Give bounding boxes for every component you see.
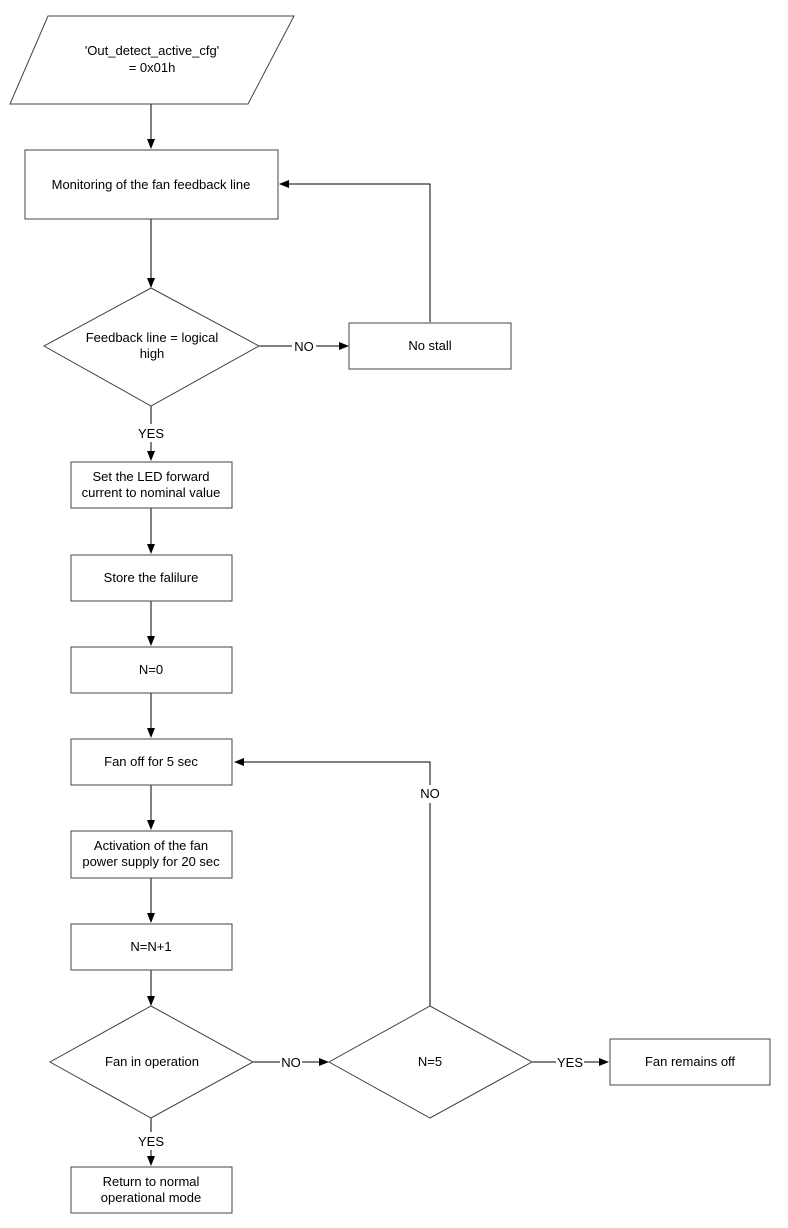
- monitor-text: Monitoring of the fan feedback line: [52, 177, 251, 192]
- feedback-text-line-2: high: [140, 346, 165, 361]
- return-normal-text-line-2: operational mode: [101, 1190, 201, 1205]
- start-text-line-1: 'Out_detect_active_cfg': [85, 43, 219, 58]
- edge-n5-fanoff-b: [234, 758, 431, 785]
- edge-nostall-monitor: [279, 180, 431, 322]
- no-stall-text: No stall: [408, 338, 451, 353]
- set-led-text-line-2: current to nominal value: [82, 485, 221, 500]
- activation-box: Activation of the fan power supply for 2…: [70, 830, 233, 879]
- store-failure-text: Store the falilure: [104, 570, 199, 585]
- operation-yes-label: YES: [138, 1134, 164, 1149]
- n5-yes-label: YES: [557, 1055, 583, 1070]
- feedback-yes-label: YES: [138, 426, 164, 441]
- fan-operation-text: Fan in operation: [105, 1054, 199, 1069]
- activation-text-line-1: Activation of the fan: [94, 838, 208, 853]
- fan-remains-off-box: Fan remains off: [609, 1038, 771, 1086]
- set-led-box: Set the LED forward current to nominal v…: [70, 461, 233, 509]
- start-parallelogram: 'Out_detect_active_cfg' = 0x01h: [9, 15, 295, 105]
- n-five-decision: N=5: [327, 1005, 534, 1119]
- edge-labels: NO YES NO NO YES YES: [138, 339, 583, 1149]
- monitor-box: Monitoring of the fan feedback line: [24, 149, 279, 220]
- operation-no-label: NO: [281, 1055, 301, 1070]
- store-failure-box: Store the falilure: [70, 554, 233, 602]
- feedback-decision: Feedback line = logical high: [42, 287, 261, 407]
- n-five-text: N=5: [418, 1054, 442, 1069]
- no-stall-box: No stall: [348, 322, 512, 370]
- return-normal-text-line-1: Return to normal: [103, 1174, 200, 1189]
- n-zero-box: N=0: [70, 646, 233, 694]
- n-increment-text: N=N+1: [130, 939, 171, 954]
- fan-remains-off-text: Fan remains off: [645, 1054, 735, 1069]
- return-normal-box: Return to normal operational mode: [70, 1166, 233, 1214]
- fan-operation-decision: Fan in operation: [48, 1005, 255, 1119]
- n-increment-box: N=N+1: [70, 923, 233, 971]
- feedback-text-line-1: Feedback line = logical: [86, 330, 219, 345]
- connectors: [147, 104, 609, 1166]
- set-led-text-line-1: Set the LED forward: [92, 469, 209, 484]
- activation-text-line-2: power supply for 20 sec: [82, 854, 220, 869]
- n-zero-text: N=0: [139, 662, 163, 677]
- loop-no-label: NO: [420, 786, 440, 801]
- fan-off-box: Fan off for 5 sec: [70, 738, 233, 786]
- start-text-line-2: = 0x01h: [129, 60, 176, 75]
- feedback-no-label: NO: [294, 339, 314, 354]
- fan-off-text: Fan off for 5 sec: [104, 754, 198, 769]
